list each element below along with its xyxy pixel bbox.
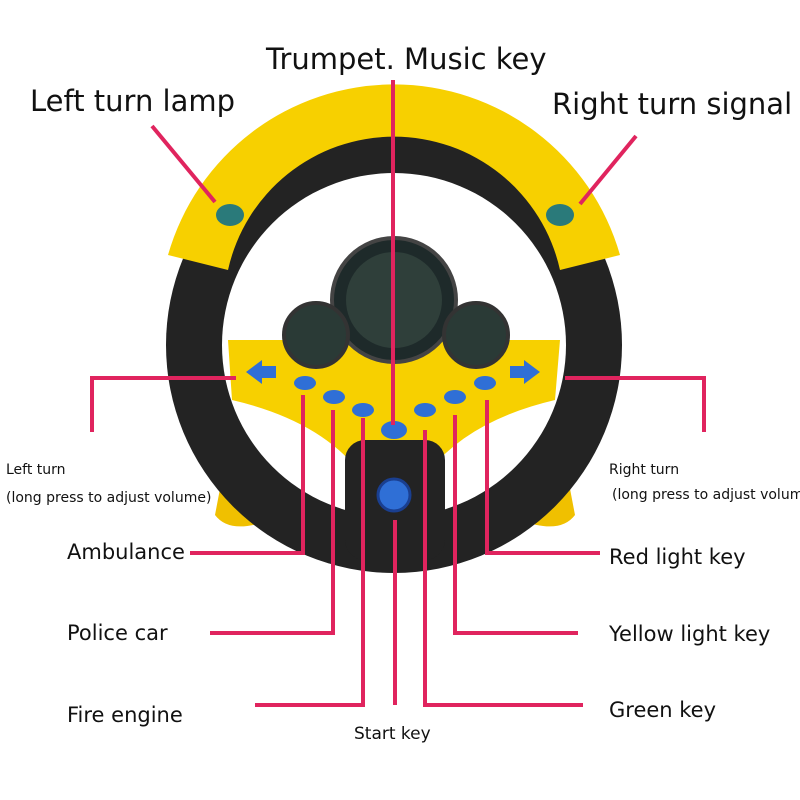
right-turn-label: Right turn — [609, 462, 680, 478]
left-arrow-button[interactable] — [246, 360, 276, 384]
temp-gauge — [442, 301, 510, 369]
callout-lines — [90, 80, 706, 707]
police-button[interactable] — [323, 390, 345, 404]
right-turn-note: (long press to adjust volume) — [612, 487, 800, 503]
right-turn-lamp-icon — [546, 204, 574, 226]
ambulance-label: Ambulance — [67, 540, 185, 564]
red-light-key-label: Red light key — [609, 545, 746, 569]
trumpet-button[interactable] — [381, 421, 407, 439]
fire-engine-label: Fire engine — [67, 703, 183, 727]
left-turn-lamp-icon — [216, 204, 244, 226]
green-key-label: Green key — [609, 698, 717, 722]
red-button[interactable] — [474, 376, 496, 390]
start-key-knob[interactable] — [376, 477, 412, 513]
ambulance-button[interactable] — [294, 376, 316, 390]
left-turn-note: (long press to adjust volume) — [6, 490, 212, 506]
left-turn-lamp-label: Left turn lamp — [30, 84, 236, 118]
start-key-label: Start key — [354, 724, 431, 744]
wheel-rim-top — [168, 84, 620, 271]
trumpet-label: Trumpet. Music key — [266, 42, 547, 76]
left-turn-label: Left turn — [6, 462, 66, 478]
right-turn-signal-label: Right turn signal — [552, 87, 793, 121]
police-car-label: Police car — [67, 621, 168, 645]
green-button[interactable] — [414, 403, 436, 417]
right-arrow-button[interactable] — [510, 360, 540, 384]
fuel-gauge — [282, 301, 350, 369]
yellow-light-key-label: Yellow light key — [609, 622, 771, 646]
fire-engine-button[interactable] — [352, 403, 374, 417]
yellow-button[interactable] — [444, 390, 466, 404]
